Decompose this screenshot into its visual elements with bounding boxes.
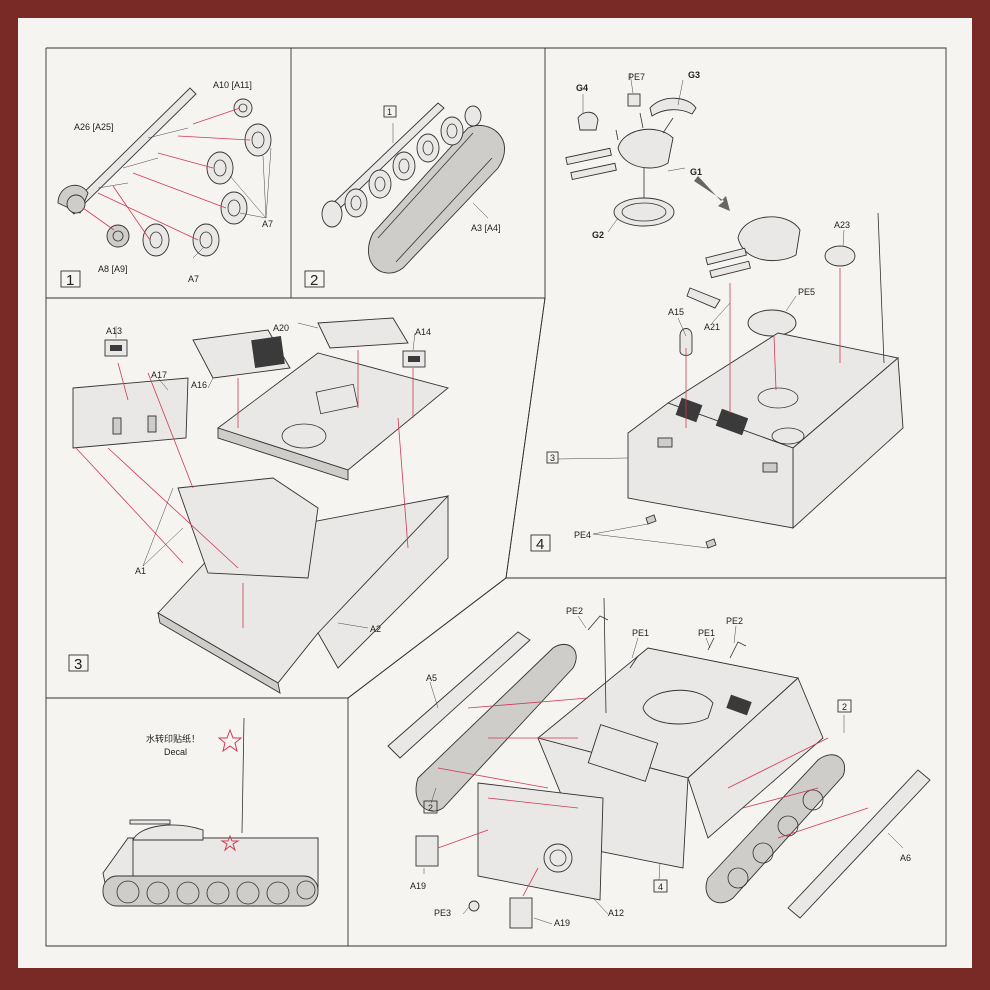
label-a5: A5 bbox=[426, 673, 437, 683]
label-a21: A21 bbox=[704, 322, 720, 332]
step-3-box bbox=[68, 654, 89, 672]
label-a19-right: A19 bbox=[554, 918, 570, 928]
decal-label-cn: 水转印贴纸！ bbox=[146, 733, 200, 744]
decal-label: Decal bbox=[164, 747, 187, 757]
ref-box-1 bbox=[383, 105, 397, 118]
step-3-drawing: A13 A17 A16 A20 A14 A1 A2 3 bbox=[68, 317, 449, 694]
turret-assembled bbox=[679, 216, 856, 356]
step-4-box bbox=[530, 534, 551, 552]
ref-box-2-left bbox=[423, 800, 438, 814]
label-ref-1: 1 bbox=[387, 107, 392, 117]
instruction-sheet: A10 [A11] A26 [A25] A7 A8 [A9] A7 1 1 A3… bbox=[18, 18, 972, 968]
step-2-drawing: 1 A3 [A4] 2 bbox=[304, 102, 505, 289]
label-a1: A1 bbox=[135, 566, 146, 576]
step-2-box bbox=[304, 270, 325, 288]
step-1-drawing: A10 [A11] A26 [A25] A7 A8 [A9] A7 1 bbox=[57, 80, 273, 289]
label-ref-2-right: 2 bbox=[842, 702, 847, 712]
step-3-number: 3 bbox=[74, 656, 82, 673]
label-pe5: PE5 bbox=[798, 287, 815, 297]
label-a23: A23 bbox=[834, 220, 850, 230]
label-pe3: PE3 bbox=[434, 908, 451, 918]
label-a20: A20 bbox=[273, 323, 289, 333]
label-g4: G4 bbox=[576, 83, 588, 93]
label-g3: G3 bbox=[688, 70, 700, 80]
label-a14: A14 bbox=[415, 327, 431, 337]
label-a3: A3 [A4] bbox=[471, 223, 501, 233]
step-2-number: 2 bbox=[310, 272, 318, 289]
step-1-box bbox=[60, 270, 81, 288]
label-a12: A12 bbox=[608, 908, 624, 918]
label-a16: A16 bbox=[191, 380, 207, 390]
label-a13: A13 bbox=[106, 326, 122, 336]
cupola-parts bbox=[565, 93, 697, 227]
ref-box-4 bbox=[653, 879, 668, 893]
label-pe2-left: PE2 bbox=[566, 606, 583, 616]
label-a17: A17 bbox=[151, 370, 167, 380]
step-1-number: 1 bbox=[66, 272, 74, 289]
label-pe1-left: PE1 bbox=[632, 628, 649, 638]
final-assembly-drawing: PE2 PE1 PE1 PE2 A5 2 2 A6 A19 PE3 A19 A1… bbox=[387, 597, 931, 929]
step-4-drawing: G4 PE7 G3 G1 G2 A23 PE5 A15 A21 3 PE4 4 bbox=[530, 70, 904, 553]
step-4-number: 4 bbox=[536, 536, 544, 553]
label-ref-3: 3 bbox=[550, 453, 555, 463]
label-a7: A7 bbox=[262, 219, 273, 229]
label-pe1-right: PE1 bbox=[698, 628, 715, 638]
label-a7-lower: A7 bbox=[188, 274, 199, 284]
label-a26: A26 [A25] bbox=[74, 122, 114, 132]
ref-box-2-right bbox=[837, 699, 852, 713]
label-pe2-right: PE2 bbox=[726, 616, 743, 626]
label-ref-2-left: 2 bbox=[428, 803, 433, 813]
label-pe7: PE7 bbox=[628, 72, 645, 82]
instruction-drawing: A10 [A11] A26 [A25] A7 A8 [A9] A7 1 1 A3… bbox=[45, 47, 947, 947]
label-a10: A10 [A11] bbox=[213, 80, 252, 90]
label-a8: A8 [A9] bbox=[98, 264, 128, 274]
label-a6: A6 bbox=[900, 853, 911, 863]
label-g1: G1 bbox=[690, 167, 702, 177]
panel-borders bbox=[45, 47, 947, 947]
label-a15: A15 bbox=[668, 307, 684, 317]
label-g2: G2 bbox=[592, 230, 604, 240]
ref-box-3 bbox=[546, 451, 559, 464]
label-ref-4: 4 bbox=[658, 882, 663, 892]
decal-view: 水转印贴纸！ Decal bbox=[102, 717, 319, 907]
label-pe4: PE4 bbox=[574, 530, 591, 540]
label-a2: A2 bbox=[370, 624, 381, 634]
label-a19-left: A19 bbox=[410, 881, 426, 891]
